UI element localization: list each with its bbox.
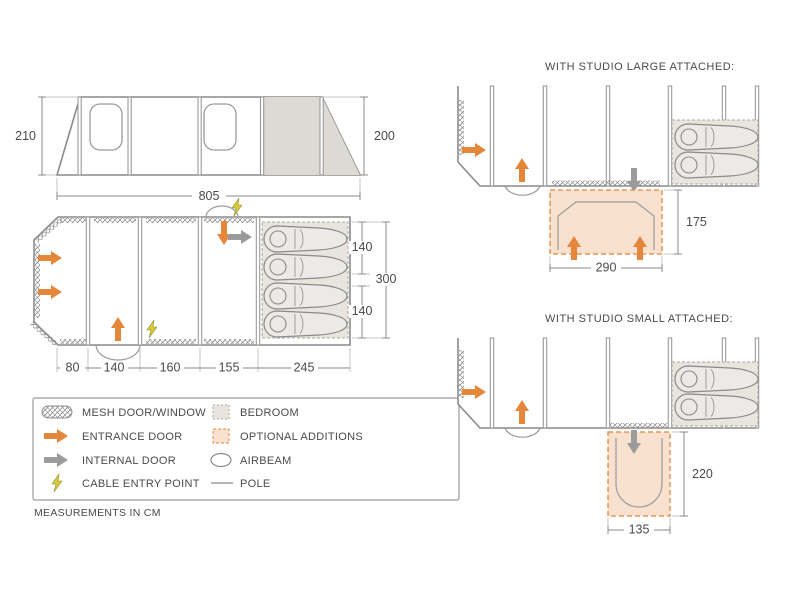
- legend-box: [32, 397, 460, 501]
- dim-label-80: 80: [66, 361, 80, 375]
- legend-label: INTERNAL DOOR: [82, 455, 176, 467]
- legend-label: MESH DOOR/WINDOW: [82, 407, 206, 419]
- legend: MESH DOOR/WINDOW ENTRANCE DOOR INTERNAL …: [32, 397, 460, 519]
- plan-airbeam: [197, 216, 203, 346]
- dim-label-160: 160: [160, 361, 181, 375]
- measurements-note: MEASUREMENTS IN CM: [34, 507, 161, 519]
- studio-small-diagram: WITH STUDIO SMALL ATTACHED: 220: [457, 313, 760, 537]
- legend-label: ENTRANCE DOOR: [82, 431, 182, 443]
- plan-airbeam: [489, 337, 495, 429]
- dim-right-300-total: 300: [373, 221, 399, 339]
- studio-small-title: WITH STUDIO SMALL ATTACHED:: [545, 313, 733, 325]
- airbeam-icon: [210, 452, 232, 468]
- plan-airbeam: [542, 85, 548, 187]
- plan-airbeam: [667, 85, 673, 187]
- side-window: [89, 103, 123, 151]
- mesh-swatch-icon: [41, 405, 73, 419]
- sleeping-bag-icon: [263, 225, 348, 253]
- plan-airbeam: [667, 337, 673, 429]
- mesh-wall-hatching: [29, 217, 254, 347]
- plan-airbeam: [605, 337, 611, 429]
- plan-airbeam: [605, 85, 611, 187]
- studio-small-inner-shape: [615, 438, 663, 508]
- main-floor-plan: 140 140 300: [29, 197, 399, 375]
- legend-label: OPTIONAL ADDITIONS: [240, 431, 363, 443]
- plan-airbeam: [137, 216, 143, 346]
- dim-label-140-lower: 140: [352, 304, 373, 318]
- plan-airbeam: [255, 216, 261, 346]
- legend-label: CABLE ENTRY POINT: [82, 478, 200, 490]
- dim-label-300: 300: [376, 272, 397, 286]
- sleeping-bag-icon: [674, 151, 759, 179]
- side-elevation-view: 210 200 805: [15, 96, 395, 203]
- dim-label-220: 220: [692, 467, 713, 481]
- dim-bottom-row: 80 140 160 155 245: [56, 348, 351, 375]
- door-arc: [504, 427, 541, 438]
- dim-height-right: 200: [322, 96, 395, 176]
- door-arc-top: [205, 205, 239, 218]
- sleeping-bag-icon: [263, 253, 348, 281]
- mesh-wall-hatching: [459, 350, 464, 398]
- mesh-wall-hatching: [459, 100, 464, 155]
- dim-studio-small-depth: 220: [672, 431, 713, 517]
- dim-label-200: 200: [374, 129, 395, 143]
- dim-right-140-lower: 140: [349, 285, 390, 339]
- mesh-wall-hatching: [610, 423, 668, 428]
- optional-swatch-icon: [212, 428, 230, 444]
- bedroom-swatch-icon: [212, 404, 230, 420]
- dim-label-245: 245: [294, 361, 315, 375]
- legend-label: POLE: [240, 478, 271, 490]
- plan-airbeam: [542, 337, 548, 429]
- side-airbeam: [77, 96, 82, 176]
- dim-label-140: 140: [104, 361, 125, 375]
- dim-label-175: 175: [686, 215, 707, 229]
- studio-large-inner-shape: [557, 201, 655, 250]
- dim-label-290: 290: [596, 261, 617, 275]
- dim-studio-small-width: 135: [607, 518, 671, 537]
- dim-right-140-upper: 140: [349, 221, 390, 275]
- studio-large-title: WITH STUDIO LARGE ATTACHED:: [545, 61, 735, 73]
- legend-label: BEDROOM: [240, 407, 299, 419]
- dim-label-155: 155: [219, 361, 240, 375]
- dim-studio-large-width: 290: [549, 256, 663, 275]
- plan-airbeam: [85, 216, 91, 346]
- dim-label-140-upper: 140: [352, 240, 373, 254]
- dim-width-805: 805: [56, 178, 361, 203]
- sleeping-bag-icon: [674, 365, 759, 393]
- legend-label: AIRBEAM: [240, 455, 292, 467]
- side-airbeam: [197, 96, 202, 176]
- side-airbeam: [127, 96, 132, 176]
- door-arc: [504, 185, 541, 196]
- side-airbeam: [319, 96, 324, 176]
- sleeping-bag-icon: [263, 282, 348, 310]
- side-airbeam: [259, 96, 265, 176]
- plan-airbeam: [489, 85, 495, 187]
- side-window: [203, 103, 237, 151]
- door-arc-bottom: [95, 344, 141, 361]
- dim-label-805: 805: [199, 189, 220, 203]
- sleeping-bag-icon: [263, 310, 348, 338]
- side-rear-shaded-section: [262, 97, 360, 175]
- studio-large-diagram: WITH STUDIO LARGE ATTACHED: 175: [457, 61, 760, 275]
- dim-height-left: 210: [15, 96, 78, 176]
- mesh-wall-hatching: [552, 180, 660, 186]
- sleeping-bag-icon: [674, 123, 759, 151]
- sleeping-bag-icon: [674, 393, 759, 421]
- dim-studio-large-depth: 175: [664, 189, 707, 255]
- dim-label-210: 210: [15, 129, 36, 143]
- dim-label-135: 135: [629, 523, 650, 537]
